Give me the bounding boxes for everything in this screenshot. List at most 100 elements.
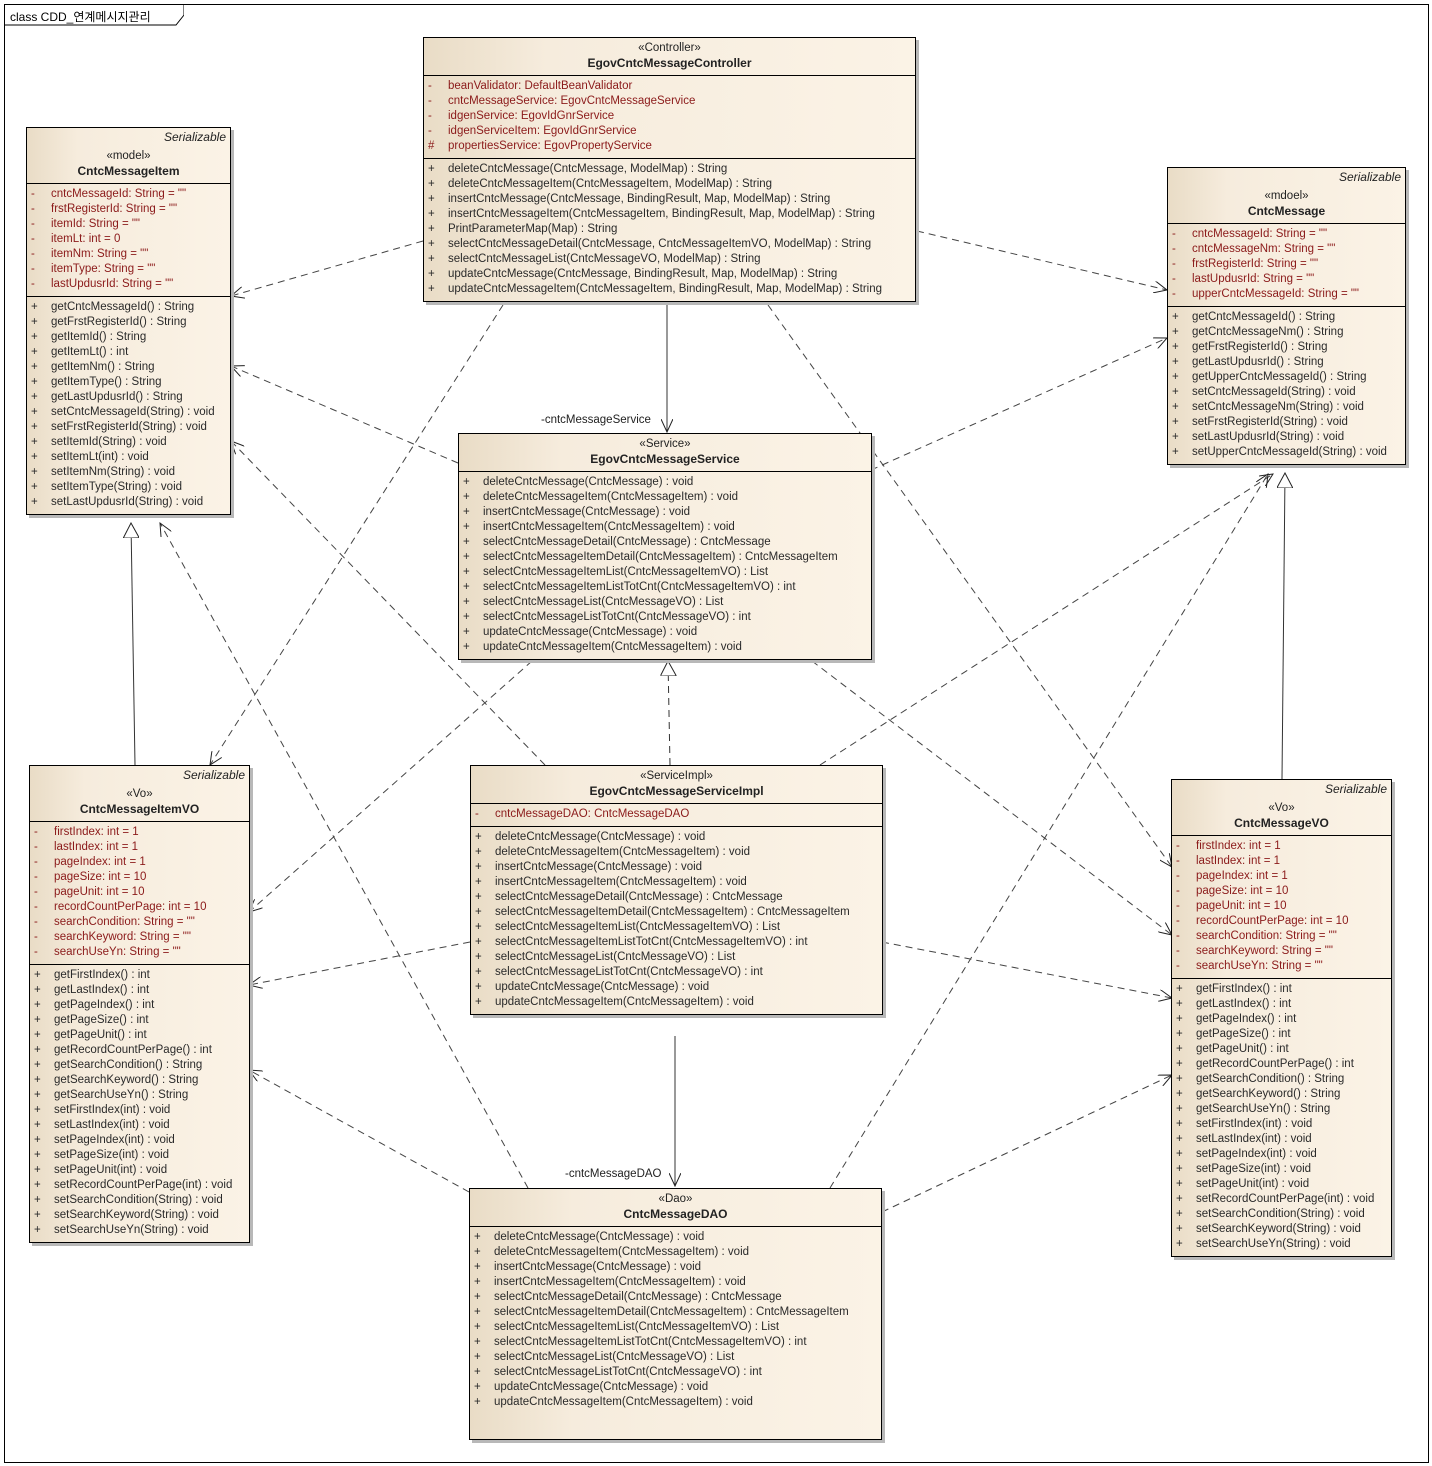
attribute-row[interactable]: -cntcMessageId: String = ""	[1168, 227, 1405, 242]
operation-row[interactable]: +getLastUpdusrId() : String	[27, 390, 230, 405]
operation-row[interactable]: +getLastIndex() : int	[1172, 997, 1391, 1012]
operation-row[interactable]: +updateCntcMessage(CntcMessage) : void	[459, 625, 871, 640]
operation-row[interactable]: +setLastUpdusrId(String) : void	[1168, 430, 1405, 445]
attribute-row[interactable]: -pageIndex: int = 1	[1172, 869, 1391, 884]
class-cntc-message-item[interactable]: Serializable«model»CntcMessageItem-cntcM…	[26, 127, 231, 515]
operation-row[interactable]: +setFirstIndex(int) : void	[30, 1103, 249, 1118]
attribute-row[interactable]: -searchUseYn: String = ""	[1172, 959, 1391, 974]
operation-row[interactable]: +PrintParameterMap(Map) : String	[424, 222, 915, 237]
operation-row[interactable]: +deleteCntcMessage(CntcMessage) : void	[459, 475, 871, 490]
operation-row[interactable]: +getSearchUseYn() : String	[1172, 1102, 1391, 1117]
attribute-row[interactable]: -lastUpdusrId: String = ""	[27, 277, 230, 292]
operation-row[interactable]: +setPageUnit(int) : void	[30, 1163, 249, 1178]
attribute-row[interactable]: -idgenService: EgovIdGnrService	[424, 109, 915, 124]
operation-row[interactable]: +setUpperCntcMessageId(String) : void	[1168, 445, 1405, 460]
attribute-row[interactable]: -itemId: String = ""	[27, 217, 230, 232]
operation-row[interactable]: +selectCntcMessageItemList(CntcMessageIt…	[459, 565, 871, 580]
operation-row[interactable]: +setSearchUseYn(String) : void	[1172, 1237, 1391, 1252]
operation-row[interactable]: +setFirstIndex(int) : void	[1172, 1117, 1391, 1132]
operation-row[interactable]: +selectCntcMessageDetail(CntcMessage, Cn…	[424, 237, 915, 252]
operation-row[interactable]: +setItemNm(String) : void	[27, 465, 230, 480]
operation-row[interactable]: +getPageUnit() : int	[1172, 1042, 1391, 1057]
operation-row[interactable]: +selectCntcMessageList(CntcMessageVO) : …	[470, 1350, 881, 1365]
attribute-row[interactable]: -recordCountPerPage: int = 10	[1172, 914, 1391, 929]
operation-row[interactable]: +getCntcMessageId() : String	[27, 300, 230, 315]
operation-row[interactable]: +updateCntcMessage(CntcMessage) : void	[470, 1380, 881, 1395]
operation-row[interactable]: +setSearchUseYn(String) : void	[30, 1223, 249, 1238]
operation-row[interactable]: +setPageIndex(int) : void	[30, 1133, 249, 1148]
operation-row[interactable]: +updateCntcMessageItem(CntcMessageItem) …	[470, 1395, 881, 1410]
operation-row[interactable]: +insertCntcMessage(CntcMessage) : void	[459, 505, 871, 520]
attribute-row[interactable]: -frstRegisterId: String = ""	[27, 202, 230, 217]
attribute-row[interactable]: -cntcMessageService: EgovCntcMessageServ…	[424, 94, 915, 109]
operation-row[interactable]: +setFrstRegisterId(String) : void	[1168, 415, 1405, 430]
operation-row[interactable]: +getRecordCountPerPage() : int	[30, 1043, 249, 1058]
operation-row[interactable]: +getPageUnit() : int	[30, 1028, 249, 1043]
attribute-row[interactable]: -cntcMessageId: String = ""	[27, 187, 230, 202]
attribute-row[interactable]: -lastIndex: int = 1	[1172, 854, 1391, 869]
operation-row[interactable]: +selectCntcMessageDetail(CntcMessage) : …	[470, 1290, 881, 1305]
attribute-row[interactable]: -searchCondition: String = ""	[30, 915, 249, 930]
class-cntc-message-item-vo[interactable]: Serializable«Vo»CntcMessageItemVO-firstI…	[29, 765, 250, 1243]
operation-row[interactable]: +getPageSize() : int	[1172, 1027, 1391, 1042]
attribute-row[interactable]: -searchKeyword: String = ""	[1172, 944, 1391, 959]
operation-row[interactable]: +getSearchCondition() : String	[30, 1058, 249, 1073]
attribute-row[interactable]: -lastUpdusrId: String = ""	[1168, 272, 1405, 287]
operation-row[interactable]: +getItemNm() : String	[27, 360, 230, 375]
operation-row[interactable]: +getPageIndex() : int	[30, 998, 249, 1013]
operation-row[interactable]: +setSearchCondition(String) : void	[30, 1193, 249, 1208]
operation-row[interactable]: +updateCntcMessage(CntcMessage, BindingR…	[424, 267, 915, 282]
class-cntc-message-vo[interactable]: Serializable«Vo»CntcMessageVO-firstIndex…	[1171, 779, 1392, 1257]
operation-row[interactable]: +setSearchKeyword(String) : void	[30, 1208, 249, 1223]
operation-row[interactable]: +getFirstIndex() : int	[30, 968, 249, 983]
attribute-row[interactable]: -pageSize: int = 10	[1172, 884, 1391, 899]
operation-row[interactable]: +selectCntcMessageDetail(CntcMessage) : …	[471, 890, 882, 905]
operation-row[interactable]: +selectCntcMessageListTotCnt(CntcMessage…	[471, 965, 882, 980]
operation-row[interactable]: +setRecordCountPerPage(int) : void	[30, 1178, 249, 1193]
operation-row[interactable]: +setFrstRegisterId(String) : void	[27, 420, 230, 435]
class-cntc-message[interactable]: Serializable«mdoel»CntcMessage-cntcMessa…	[1167, 167, 1406, 465]
operation-row[interactable]: +getLastUpdusrId() : String	[1168, 355, 1405, 370]
operation-row[interactable]: +selectCntcMessageItemListTotCnt(CntcMes…	[459, 580, 871, 595]
operation-row[interactable]: +setCntcMessageNm(String) : void	[1168, 400, 1405, 415]
operation-row[interactable]: +setLastIndex(int) : void	[30, 1118, 249, 1133]
operation-row[interactable]: +setSearchCondition(String) : void	[1172, 1207, 1391, 1222]
operation-row[interactable]: +deleteCntcMessageItem(CntcMessageItem) …	[471, 845, 882, 860]
attribute-row[interactable]: -searchKeyword: String = ""	[30, 930, 249, 945]
operation-row[interactable]: +setLastIndex(int) : void	[1172, 1132, 1391, 1147]
operation-row[interactable]: +selectCntcMessageItemDetail(CntcMessage…	[459, 550, 871, 565]
operation-row[interactable]: +getItemLt() : int	[27, 345, 230, 360]
class-egov-cntc-message-service-impl[interactable]: «ServiceImpl»EgovCntcMessageServiceImpl-…	[470, 765, 883, 1015]
operation-row[interactable]: +setRecordCountPerPage(int) : void	[1172, 1192, 1391, 1207]
operation-row[interactable]: +selectCntcMessageListTotCnt(CntcMessage…	[459, 610, 871, 625]
operation-row[interactable]: +selectCntcMessageItemDetail(CntcMessage…	[470, 1305, 881, 1320]
operation-row[interactable]: +deleteCntcMessageItem(CntcMessageItem, …	[424, 177, 915, 192]
operation-row[interactable]: +deleteCntcMessageItem(CntcMessageItem) …	[459, 490, 871, 505]
attribute-row[interactable]: -recordCountPerPage: int = 10	[30, 900, 249, 915]
attribute-row[interactable]: -itemLt: int = 0	[27, 232, 230, 247]
operation-row[interactable]: +selectCntcMessageItemListTotCnt(CntcMes…	[470, 1335, 881, 1350]
operation-row[interactable]: +getCntcMessageNm() : String	[1168, 325, 1405, 340]
operation-row[interactable]: +deleteCntcMessage(CntcMessage, ModelMap…	[424, 162, 915, 177]
operation-row[interactable]: +setPageIndex(int) : void	[1172, 1147, 1391, 1162]
operation-row[interactable]: +insertCntcMessage(CntcMessage, BindingR…	[424, 192, 915, 207]
operation-row[interactable]: +getUpperCntcMessageId() : String	[1168, 370, 1405, 385]
class-egov-cntc-message-controller[interactable]: «Controller»EgovCntcMessageController-be…	[423, 37, 916, 302]
attribute-row[interactable]: -cntcMessageNm: String = ""	[1168, 242, 1405, 257]
operation-row[interactable]: +setSearchKeyword(String) : void	[1172, 1222, 1391, 1237]
attribute-row[interactable]: -pageUnit: int = 10	[1172, 899, 1391, 914]
operation-row[interactable]: +setItemLt(int) : void	[27, 450, 230, 465]
operation-row[interactable]: +setLastUpdusrId(String) : void	[27, 495, 230, 510]
operation-row[interactable]: +selectCntcMessageItemList(CntcMessageIt…	[471, 920, 882, 935]
attribute-row[interactable]: -pageSize: int = 10	[30, 870, 249, 885]
operation-row[interactable]: +setCntcMessageId(String) : void	[1168, 385, 1405, 400]
operation-row[interactable]: +updateCntcMessage(CntcMessage) : void	[471, 980, 882, 995]
operation-row[interactable]: +selectCntcMessageDetail(CntcMessage) : …	[459, 535, 871, 550]
operation-row[interactable]: +getItemType() : String	[27, 375, 230, 390]
operation-row[interactable]: +getSearchKeyword() : String	[30, 1073, 249, 1088]
operation-row[interactable]: +setPageSize(int) : void	[30, 1148, 249, 1163]
operation-row[interactable]: +getCntcMessageId() : String	[1168, 310, 1405, 325]
operation-row[interactable]: +deleteCntcMessage(CntcMessage) : void	[471, 830, 882, 845]
operation-row[interactable]: +getSearchKeyword() : String	[1172, 1087, 1391, 1102]
operation-row[interactable]: +selectCntcMessageItemDetail(CntcMessage…	[471, 905, 882, 920]
